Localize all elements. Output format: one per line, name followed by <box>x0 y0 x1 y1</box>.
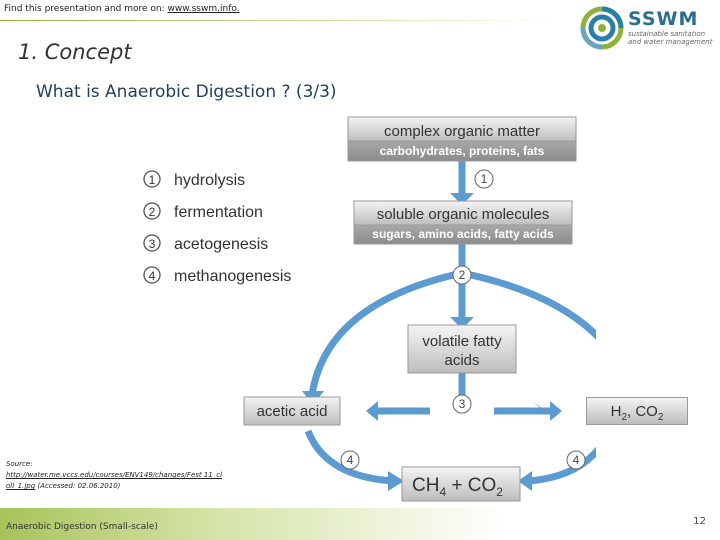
complex-title: complex organic matter <box>384 123 540 140</box>
section-title: 1. Concept <box>18 40 132 64</box>
box-acetic-acid: acetic acid <box>243 396 341 426</box>
legend-number-circle <box>143 234 161 252</box>
h2-main: H <box>610 403 622 420</box>
marker-1: 1 <box>481 172 488 186</box>
page-number: 12 <box>693 516 706 527</box>
arrow-soluble-to-acetic <box>308 269 463 396</box>
marker-4-right: 4 <box>573 453 580 467</box>
legend-label: acetogenesis <box>174 236 268 253</box>
legend-number-circle <box>143 266 161 284</box>
legend-number-circle <box>143 202 161 220</box>
box-ch4-co2: CH4 + CO2 <box>401 466 521 502</box>
logo-mark-icon <box>580 6 624 50</box>
h2-comma: , CO <box>627 403 658 420</box>
source-label: Source: <box>6 460 33 468</box>
logo-tagline: sustainable sanitation and water managem… <box>628 30 713 46</box>
footer-bar <box>0 508 720 540</box>
logo-wordmark: SSWM <box>628 8 699 30</box>
marker-3: 3 <box>459 397 466 411</box>
top-divider <box>0 20 560 21</box>
sswm-link[interactable]: www.sswm.info. <box>167 4 240 14</box>
acetic-label: acetic acid <box>257 403 328 420</box>
legend-item: 4 methanogenesis <box>143 266 291 285</box>
top-text: Find this presentation and more on: <box>4 4 165 14</box>
legend-label: hydrolysis <box>174 172 245 189</box>
source-link[interactable]: http://water.me.vccs.edu/courses/ENV149/… <box>6 471 223 490</box>
arrow-acetic-to-ch4 <box>304 429 395 485</box>
box-complex-organic-matter: complex organic matter carbohydrates, pr… <box>347 116 577 162</box>
legend-number: 2 <box>149 205 156 219</box>
legend-number: 1 <box>149 173 156 187</box>
footer-title: Anaerobic Digestion (Small-scale) <box>6 522 158 532</box>
complex-subtitle: carbohydrates, proteins, fats <box>380 144 545 158</box>
soluble-subtitle: sugars, amino acids, fatty acids <box>372 227 554 241</box>
step-markers: 1 2 3 4 4 <box>340 169 586 470</box>
legend-number: 3 <box>149 237 156 251</box>
legend-label: fermentation <box>174 204 263 221</box>
legend-number: 4 <box>149 269 156 283</box>
legend-item: 2 fermentation <box>143 202 263 221</box>
ch4-plus: + CO <box>446 475 496 496</box>
ch4-main: CH <box>412 475 439 496</box>
step-legend: 1 hydrolysis 2 fermentation 3 acetogenes… <box>143 170 291 285</box>
legend-item: 3 acetogenesis <box>143 234 268 253</box>
box-volatile-fatty-acids: volatile fatty acids <box>407 324 517 374</box>
ch4-sub: 4 <box>439 485 446 499</box>
soluble-title: soluble organic molecules <box>377 206 550 223</box>
arrow-heads-horizontal <box>366 401 562 421</box>
svg-text:CH4 + CO2: CH4 + CO2 <box>412 475 503 499</box>
vfa-line1: volatile fatty <box>422 333 502 350</box>
h2-sub: 2 <box>621 412 627 423</box>
vfa-line2: acids <box>444 352 479 369</box>
legend-item: 1 hydrolysis <box>143 170 245 189</box>
legend-number-circle <box>143 170 161 188</box>
source-accessed: (Accessed: 02.06.2010) <box>37 482 121 490</box>
box-soluble-organic-molecules: soluble organic molecules sugars, amino … <box>353 200 573 245</box>
marker-2: 2 <box>459 268 466 282</box>
sswm-logo: SSWM sustainable sanitation and water ma… <box>580 6 720 52</box>
box-h2-co2-html: H2, CO2 <box>586 397 688 425</box>
source-citation: Source: http://water.me.vccs.edu/courses… <box>6 459 238 492</box>
slide-subtitle: What is Anaerobic Digestion ? (3/3) <box>36 82 337 102</box>
co2-sub: 2 <box>657 412 664 423</box>
arrow-h2-to-ch4 <box>527 446 596 485</box>
legend-label: methanogenesis <box>174 268 291 285</box>
top-banner-text: Find this presentation and more on: www.… <box>4 4 240 14</box>
ch4-co2-sub: 2 <box>496 485 503 499</box>
anaerobic-digestion-diagram: 1 hydrolysis 2 fermentation 3 acetogenes… <box>143 116 596 502</box>
arrow-soluble-to-h2 <box>461 269 596 340</box>
marker-4-left: 4 <box>347 453 354 467</box>
